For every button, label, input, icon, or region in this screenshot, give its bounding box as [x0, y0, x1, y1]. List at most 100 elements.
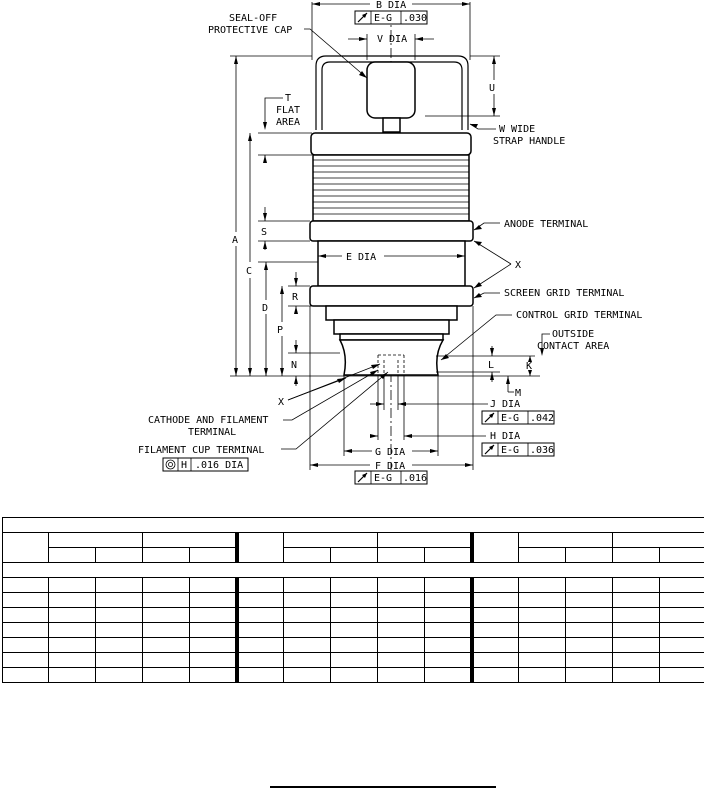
b-tolerance-value: .030 [403, 13, 427, 24]
dimension-table [1, 517, 704, 683]
table-cell [189, 607, 237, 623]
table-cell [2, 637, 49, 653]
x-right-label: X [515, 260, 521, 271]
table-cell [95, 622, 143, 638]
table-cell [234, 667, 284, 683]
table-cell [658, 637, 704, 653]
table-subheader-row [3, 547, 704, 563]
table-row [2, 637, 704, 653]
g-dia-dimension: G DIA [343, 376, 439, 458]
table-header-cell [283, 547, 331, 563]
outside-label-1: OUTSIDE [552, 329, 594, 340]
table-cell [469, 607, 519, 623]
table-header-cell [377, 547, 425, 563]
table-cell [424, 622, 472, 638]
table-cell [424, 577, 472, 593]
table-cell [612, 592, 660, 608]
hidden-cup [377, 354, 405, 376]
table-cell [469, 592, 519, 608]
table-cell [48, 577, 96, 593]
table-cell [283, 592, 331, 608]
table-cell [48, 622, 96, 638]
table-cell [612, 622, 660, 638]
table-cell [424, 637, 472, 653]
table-cell [424, 592, 472, 608]
table-cell [565, 622, 613, 638]
table-header-cell [234, 532, 284, 563]
table-spanner-cell [1, 562, 704, 578]
h-tolerance-frame [481, 442, 555, 457]
x-left-label: X [278, 397, 284, 408]
a-dimension: A [230, 55, 312, 376]
table-header-cell [658, 547, 704, 563]
table-cell [469, 652, 519, 668]
table-cell [565, 592, 613, 608]
h-dia-dimension: H DIA E-G .036 [370, 376, 555, 457]
table-cell [377, 577, 425, 593]
screen-grid-callout: SCREEN GRID TERMINAL [473, 288, 624, 299]
table-cell [518, 667, 566, 683]
t-letter: T [285, 93, 291, 104]
c-dimension: C [246, 133, 252, 376]
table-cell [518, 622, 566, 638]
t-area: AREA [276, 117, 300, 128]
table-cell [234, 637, 284, 653]
table-cell [424, 607, 472, 623]
seal-off-label-2: PROTECTIVE CAP [208, 25, 292, 36]
c-label: C [246, 266, 252, 277]
table-header-cell [469, 532, 519, 563]
table-row [2, 592, 704, 608]
s-dimension: S [258, 207, 310, 250]
f-tolerance-value: .016 [403, 473, 427, 484]
table-cell [48, 607, 96, 623]
table-cell [330, 607, 378, 623]
anode-callout: ANODE TERMINAL [473, 219, 588, 231]
anode-label: ANODE TERMINAL [504, 219, 588, 230]
seal-off-label-1: SEAL-OFF [229, 13, 277, 24]
m-dimension: M [506, 376, 521, 399]
w-wide-label-2: STRAP HANDLE [493, 136, 565, 147]
table-cell [565, 577, 613, 593]
top-flange [310, 132, 472, 156]
table-header-cell [565, 547, 613, 563]
table-cell [189, 577, 237, 593]
table-header-cell [611, 532, 704, 548]
control-grid-callout: CONTROL GRID TERMINAL [440, 310, 642, 361]
table-cell [283, 577, 331, 593]
table-cell [612, 652, 660, 668]
table-cell [2, 622, 49, 638]
table-cell [48, 667, 96, 683]
h-tolerance-value: .036 [530, 445, 554, 456]
table-header-cell [189, 547, 237, 563]
table-header-cell [283, 532, 378, 548]
table-cell [518, 607, 566, 623]
j-dia-label: J DIA [490, 399, 520, 410]
filament-cup-callout: FILAMENT CUP TERMINAL H .016 DIA [138, 371, 389, 472]
table-header-cell [424, 547, 472, 563]
table-title-cell [1, 517, 704, 533]
table-cell [377, 652, 425, 668]
table-row [2, 622, 704, 638]
e-dia-dimension: E DIA [318, 252, 465, 263]
control-grid-label: CONTROL GRID TERMINAL [516, 310, 642, 321]
table-cell [48, 637, 96, 653]
x-left-callout: X [278, 363, 381, 408]
table-cell [234, 607, 284, 623]
f-tolerance-datum: E-G [374, 473, 392, 484]
outside-contact-callout: OUTSIDE CONTACT AREA [537, 329, 609, 356]
table-cell [2, 652, 49, 668]
table-cell [189, 622, 237, 638]
e-dia-label: E DIA [346, 252, 376, 263]
seal-off-cap [366, 61, 416, 119]
table-cell [189, 652, 237, 668]
l-dimension: L [436, 346, 500, 382]
table-cell [518, 637, 566, 653]
table-group-header-row [2, 532, 704, 563]
table-cell [565, 607, 613, 623]
table-header-cell [518, 532, 613, 548]
table-title-row [1, 517, 704, 533]
table-row [2, 652, 704, 668]
d-dimension: D [258, 261, 318, 376]
table-cell [283, 667, 331, 683]
